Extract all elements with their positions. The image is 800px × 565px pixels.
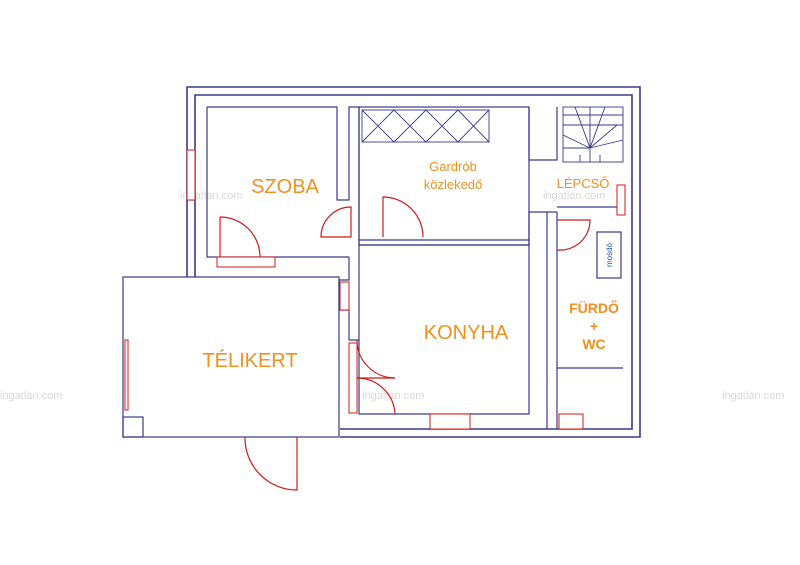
watermark-5: ingatlan.com — [722, 390, 784, 402]
watermark-2: ingatlan.com — [543, 190, 605, 202]
label-mosdo: mosdó — [605, 242, 614, 267]
label-szoba: SZOBA — [251, 176, 319, 198]
label-furdo: FÜRDŐ — [569, 299, 619, 316]
konyha-walls — [338, 211, 547, 415]
label-telikert: TÉLIKERT — [202, 349, 297, 372]
telikert-walls — [122, 276, 340, 438]
gardrob-walls — [358, 106, 558, 246]
wardrobe-hatch — [361, 109, 490, 143]
staircase — [562, 106, 624, 163]
label-furdo-plus: + — [590, 318, 598, 334]
label-gardrob-2: közlekedő — [424, 177, 483, 192]
label-konyha: KONYHA — [424, 322, 509, 344]
bathroom-walls — [546, 206, 623, 429]
watermark-3: ingatlan.com — [0, 390, 62, 402]
windows — [186, 149, 626, 430]
label-wc: WC — [582, 336, 605, 352]
watermark-4: ingatlan.com — [362, 390, 424, 402]
label-gardrob-1: Gardrób — [429, 159, 477, 174]
doors — [219, 196, 591, 491]
label-lepcso: LÉPCSŐ — [557, 176, 610, 191]
